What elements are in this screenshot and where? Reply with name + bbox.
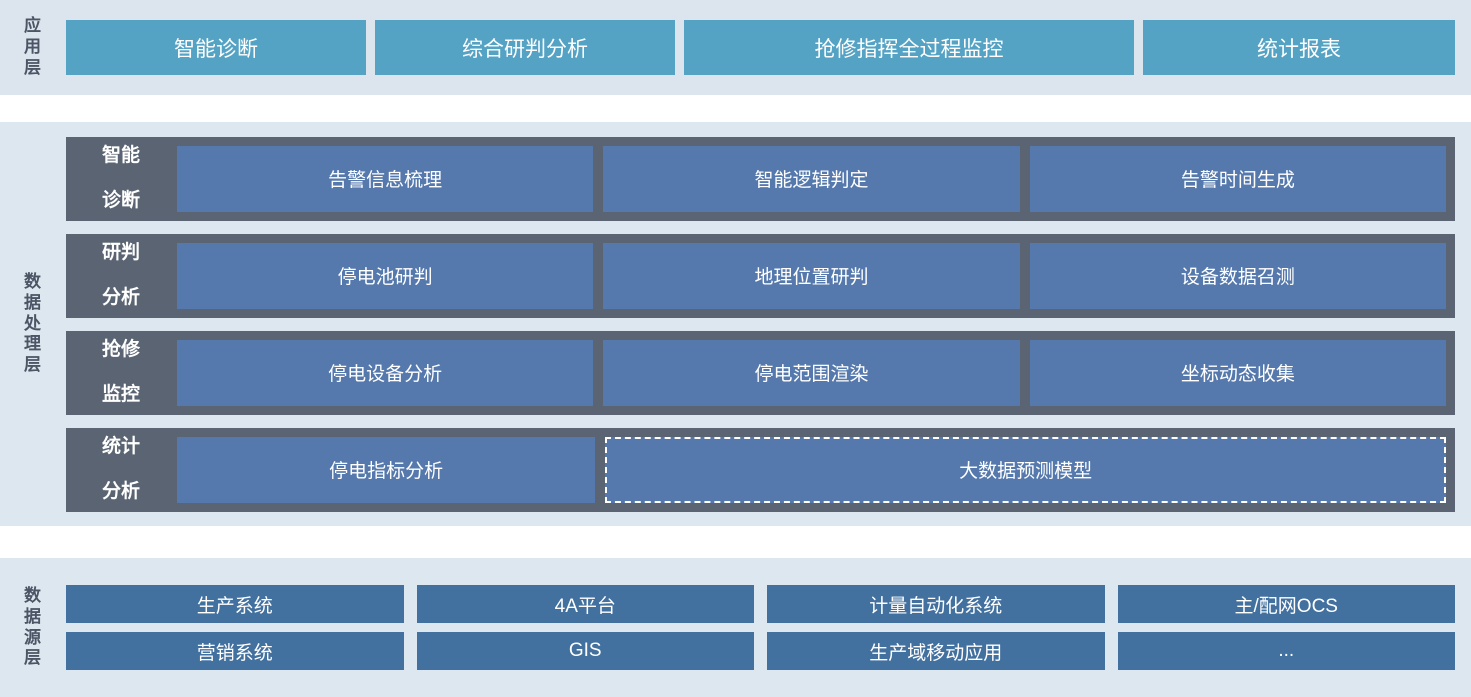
process-row-label-line1: 智能: [101, 144, 140, 166]
process-row-intelligent-diagnosis: 智能 诊断 告警信息梳理 智能逻辑判定 告警时间生成: [66, 136, 1455, 221]
data-source-layer-label: 数据源层: [0, 558, 66, 697]
process-row-label-line2: 诊断: [101, 189, 140, 211]
data-source-layer-label-text: 数据源层: [24, 586, 42, 668]
source-tile-production-system[interactable]: 生产系统: [66, 585, 404, 623]
process-cell-device-data-retrieval[interactable]: 设备数据召测: [1029, 242, 1446, 309]
process-cell-geographic-location-analysis[interactable]: 地理位置研判: [603, 242, 1020, 309]
process-cell-outage-range-rendering[interactable]: 停电范围渲染: [603, 339, 1020, 406]
process-row-repair-monitoring: 抢修 监控 停电设备分析 停电范围渲染 坐标动态收集: [66, 330, 1455, 415]
source-tile-production-mobile-application[interactable]: 生产域移动应用: [767, 632, 1105, 670]
data-source-rows: 生产系统 4A平台 计量自动化系统 主/配网OCS 营销系统 GIS 生产域移动…: [66, 558, 1471, 697]
data-source-layer-band: 数据源层 生产系统 4A平台 计量自动化系统 主/配网OCS 营销系统 GIS …: [0, 558, 1471, 697]
process-cell-outage-equipment-analysis[interactable]: 停电设备分析: [177, 339, 594, 406]
app-tile-comprehensive-analysis[interactable]: 综合研判分析: [375, 20, 675, 75]
process-cell-alarm-time-generation[interactable]: 告警时间生成: [1029, 145, 1446, 212]
process-row-analysis: 研判 分析 停电池研判 地理位置研判 设备数据召测: [66, 233, 1455, 318]
application-layer-tiles: 智能诊断 综合研判分析 抢修指挥全过程监控 统计报表: [66, 0, 1471, 95]
process-cell-outage-index-analysis[interactable]: 停电指标分析: [177, 436, 596, 503]
source-tile-marketing-system[interactable]: 营销系统: [66, 632, 404, 670]
application-layer-band: 应用层 智能诊断 综合研判分析 抢修指挥全过程监控 统计报表: [0, 0, 1471, 95]
process-row-label-line2: 分析: [101, 286, 140, 308]
process-row-label-intelligent-diagnosis: 智能 诊断: [75, 144, 167, 212]
process-row-label-repair-monitoring: 抢修 监控: [75, 338, 167, 406]
process-row-label-analysis: 研判 分析: [75, 241, 167, 309]
process-cells: 告警信息梳理 智能逻辑判定 告警时间生成: [177, 145, 1446, 212]
data-processing-layer-band: 数据处理层 智能 诊断 告警信息梳理 智能逻辑判定 告警时间生成: [0, 122, 1471, 526]
process-cell-intelligent-logic-judgement[interactable]: 智能逻辑判定: [603, 145, 1020, 212]
app-tile-statistics-report[interactable]: 统计报表: [1143, 20, 1455, 75]
process-row-label-line2: 分析: [101, 480, 140, 502]
process-cell-coordinate-dynamic-collection[interactable]: 坐标动态收集: [1029, 339, 1446, 406]
process-cell-alarm-info-sorting[interactable]: 告警信息梳理: [177, 145, 594, 212]
source-tile-gis[interactable]: GIS: [416, 632, 754, 670]
process-cells: 停电设备分析 停电范围渲染 坐标动态收集: [177, 339, 1446, 406]
source-tile-more[interactable]: ...: [1117, 632, 1455, 670]
process-cell-outage-pool-analysis[interactable]: 停电池研判: [177, 242, 594, 309]
process-row-label-line1: 研判: [101, 241, 140, 263]
data-source-row-1: 生产系统 4A平台 计量自动化系统 主/配网OCS: [66, 585, 1455, 623]
process-row-label-line2: 监控: [101, 383, 140, 405]
process-row-label-line1: 统计: [101, 435, 140, 457]
application-layer-label-text: 应用层: [24, 16, 42, 77]
app-tile-intelligent-diagnosis[interactable]: 智能诊断: [66, 20, 366, 75]
source-tile-4a-platform[interactable]: 4A平台: [416, 585, 754, 623]
process-row-label-line1: 抢修: [101, 338, 140, 360]
process-cells: 停电池研判 地理位置研判 设备数据召测: [177, 242, 1446, 309]
section-gap-lower: [0, 526, 1471, 558]
process-row-label-statistics-analysis: 统计 分析: [75, 435, 167, 503]
section-gap-upper: [0, 95, 1471, 122]
source-tile-main-distribution-ocs[interactable]: 主/配网OCS: [1117, 585, 1455, 623]
data-processing-rows: 智能 诊断 告警信息梳理 智能逻辑判定 告警时间生成 研判 分析: [66, 122, 1471, 526]
source-tile-metering-automation-system[interactable]: 计量自动化系统: [767, 585, 1105, 623]
app-tile-repair-command-monitoring[interactable]: 抢修指挥全过程监控: [684, 20, 1134, 75]
process-row-statistics-analysis: 统计 分析 停电指标分析 大数据预测模型: [66, 427, 1455, 512]
data-processing-layer-label-text: 数据处理层: [24, 272, 42, 375]
data-source-row-2: 营销系统 GIS 生产域移动应用 ...: [66, 632, 1455, 670]
data-processing-layer-label: 数据处理层: [0, 122, 66, 526]
application-layer-label: 应用层: [0, 0, 66, 95]
process-cells: 停电指标分析 大数据预测模型: [177, 436, 1446, 503]
process-cell-bigdata-prediction-model[interactable]: 大数据预测模型: [605, 436, 1446, 503]
